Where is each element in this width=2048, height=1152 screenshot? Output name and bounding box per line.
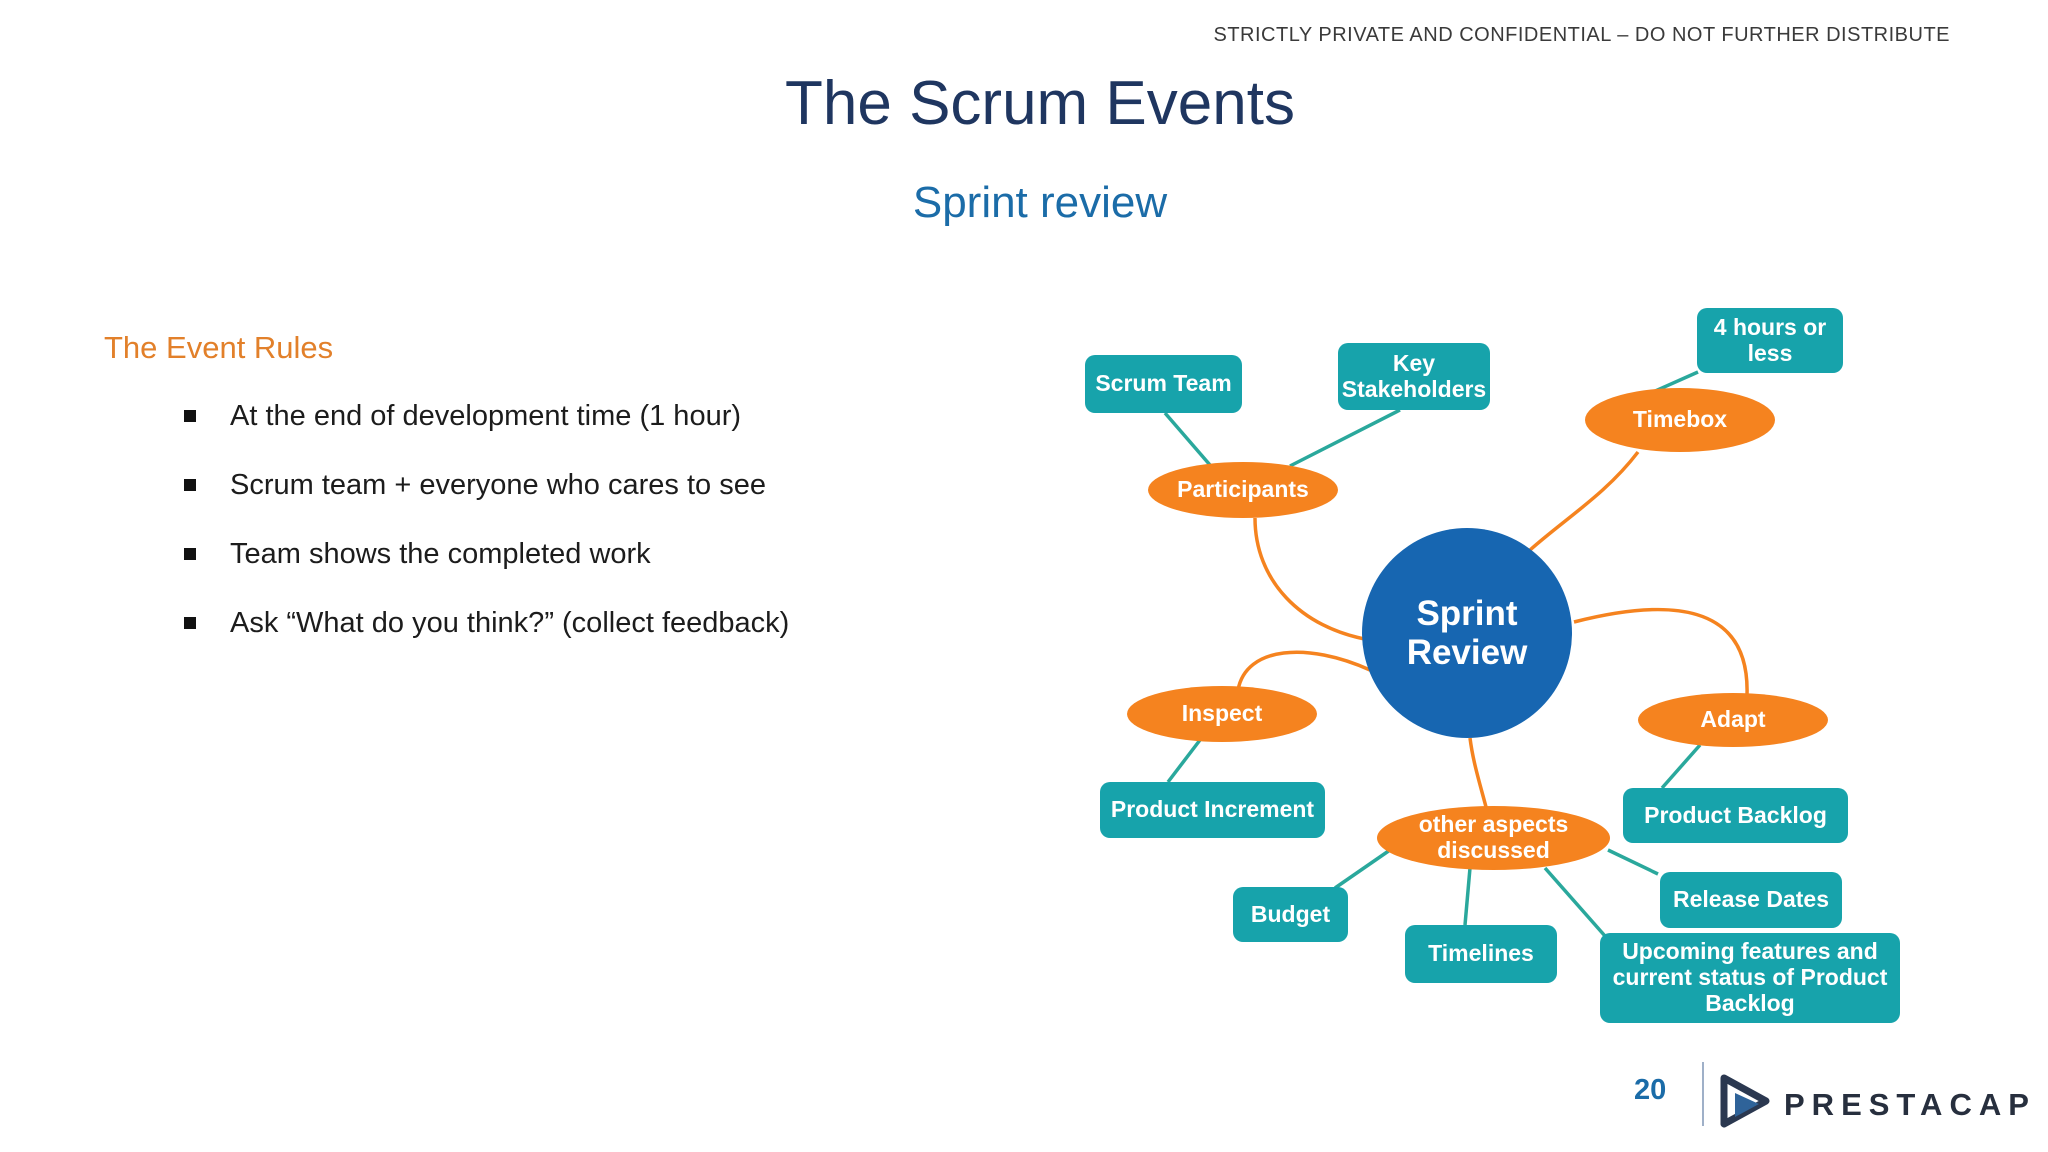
logo-text: PRESTACAP	[1784, 1087, 2036, 1122]
section-heading: The Event Rules	[104, 330, 334, 365]
bullet-square-icon	[184, 548, 196, 560]
bullet-text: At the end of development time (1 hour)	[230, 400, 742, 432]
node-timebox: Timebox	[1585, 388, 1775, 452]
slide-title: The Scrum Events	[785, 69, 1295, 138]
bullet-text: Team shows the completed work	[230, 538, 651, 570]
footer-divider	[1702, 1062, 1704, 1126]
node-timelines: Timelines	[1405, 925, 1557, 983]
list-item: Team shows the completed work	[184, 538, 789, 571]
node-adapt: Adapt	[1638, 693, 1828, 747]
sprint-review-mindmap: Scrum Team Key Stakeholders 4 hours or l…	[1050, 250, 2010, 1070]
bullet-square-icon	[184, 479, 196, 491]
node-scrum-team: Scrum Team	[1085, 355, 1242, 413]
node-sprint-review-center: Sprint Review	[1362, 528, 1572, 738]
bullet-square-icon	[184, 617, 196, 629]
node-key-stakeholders: Key Stakeholders	[1338, 343, 1490, 410]
bullet-square-icon	[184, 410, 196, 422]
bullet-text: Scrum team + everyone who cares to see	[230, 469, 766, 501]
node-upcoming-features: Upcoming features and current status of …	[1600, 933, 1900, 1023]
list-item: Scrum team + everyone who cares to see	[184, 469, 789, 502]
list-item: Ask “What do you think?” (collect feedba…	[184, 607, 789, 640]
prestacap-logo: PRESTACAP	[1718, 1074, 2036, 1130]
node-inspect: Inspect	[1127, 686, 1317, 742]
bullet-list: At the end of development time (1 hour) …	[184, 400, 789, 676]
prestacap-logo-icon	[1720, 1074, 1770, 1128]
node-four-hours-or-less: 4 hours or less	[1697, 308, 1843, 373]
node-participants: Participants	[1148, 462, 1338, 518]
node-product-increment: Product Increment	[1100, 782, 1325, 838]
slide-subtitle: Sprint review	[912, 178, 1168, 227]
node-other-aspects: other aspects discussed	[1377, 806, 1610, 870]
confidentiality-notice: STRICTLY PRIVATE AND CONFIDENTIAL – DO N…	[1213, 24, 1950, 46]
page-number: 20	[1634, 1074, 1667, 1106]
node-release-dates: Release Dates	[1660, 872, 1842, 928]
bullet-text: Ask “What do you think?” (collect feedba…	[230, 607, 790, 639]
node-product-backlog: Product Backlog	[1623, 788, 1848, 843]
node-budget: Budget	[1233, 887, 1348, 942]
list-item: At the end of development time (1 hour)	[184, 400, 789, 433]
